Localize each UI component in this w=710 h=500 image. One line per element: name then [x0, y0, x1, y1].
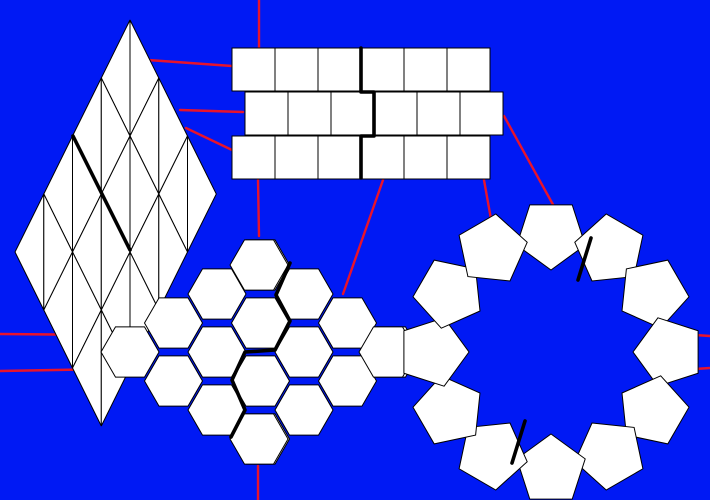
boundary-line: [510, 419, 527, 465]
brick-tile[interactable]: [231, 135, 276, 180]
connector-line: [256, 178, 261, 238]
connector-line: [178, 108, 245, 114]
brick-tile[interactable]: [446, 47, 491, 92]
brick-tile[interactable]: [317, 135, 362, 180]
brick-tile[interactable]: [274, 135, 319, 180]
hexagon-tile[interactable]: [143, 355, 204, 407]
brick-tile[interactable]: [231, 47, 276, 92]
brick-tile[interactable]: [360, 135, 405, 180]
hexagon-rhombus-piece[interactable]: [100, 239, 421, 465]
boundary-line: [359, 46, 376, 180]
triangle-rhombus-piece[interactable]: [14, 19, 217, 427]
brick-tile[interactable]: [459, 91, 504, 136]
brick-tile[interactable]: [416, 91, 461, 136]
brick-tile[interactable]: [287, 91, 332, 136]
hexagon-tile[interactable]: [187, 268, 247, 320]
brick-tile[interactable]: [330, 91, 375, 136]
connector-line: [341, 178, 385, 296]
hexagon-tile[interactable]: [274, 384, 334, 436]
boundary-line: [229, 261, 292, 439]
hexagon-tile[interactable]: [100, 326, 160, 378]
brick-wall-piece[interactable]: [231, 47, 504, 180]
pentagon-ring-piece[interactable]: [403, 204, 699, 500]
brick-tile[interactable]: [274, 47, 319, 92]
brick-tile[interactable]: [317, 47, 362, 92]
brick-tile[interactable]: [403, 135, 448, 180]
connector-line: [146, 58, 234, 68]
brick-tile[interactable]: [403, 47, 448, 92]
hexagon-tile[interactable]: [143, 297, 204, 349]
boundary-lines: [71, 46, 593, 465]
hexagon-tile[interactable]: [274, 326, 334, 378]
boundary-line: [71, 134, 132, 252]
brick-tile[interactable]: [446, 135, 491, 180]
triangle-tile[interactable]: [187, 135, 217, 253]
connector-line: [184, 126, 234, 152]
connector-line: [502, 114, 558, 212]
hexagon-tile[interactable]: [229, 239, 289, 291]
hexagon-tile[interactable]: [229, 413, 289, 465]
brick-tile[interactable]: [244, 91, 289, 136]
triangle-tile[interactable]: [158, 193, 189, 311]
boundary-line: [576, 236, 593, 282]
pentagon-tile[interactable]: [458, 213, 528, 282]
brick-tile[interactable]: [360, 47, 405, 92]
hexagon-tile[interactable]: [358, 326, 418, 378]
brick-tile[interactable]: [373, 91, 418, 136]
